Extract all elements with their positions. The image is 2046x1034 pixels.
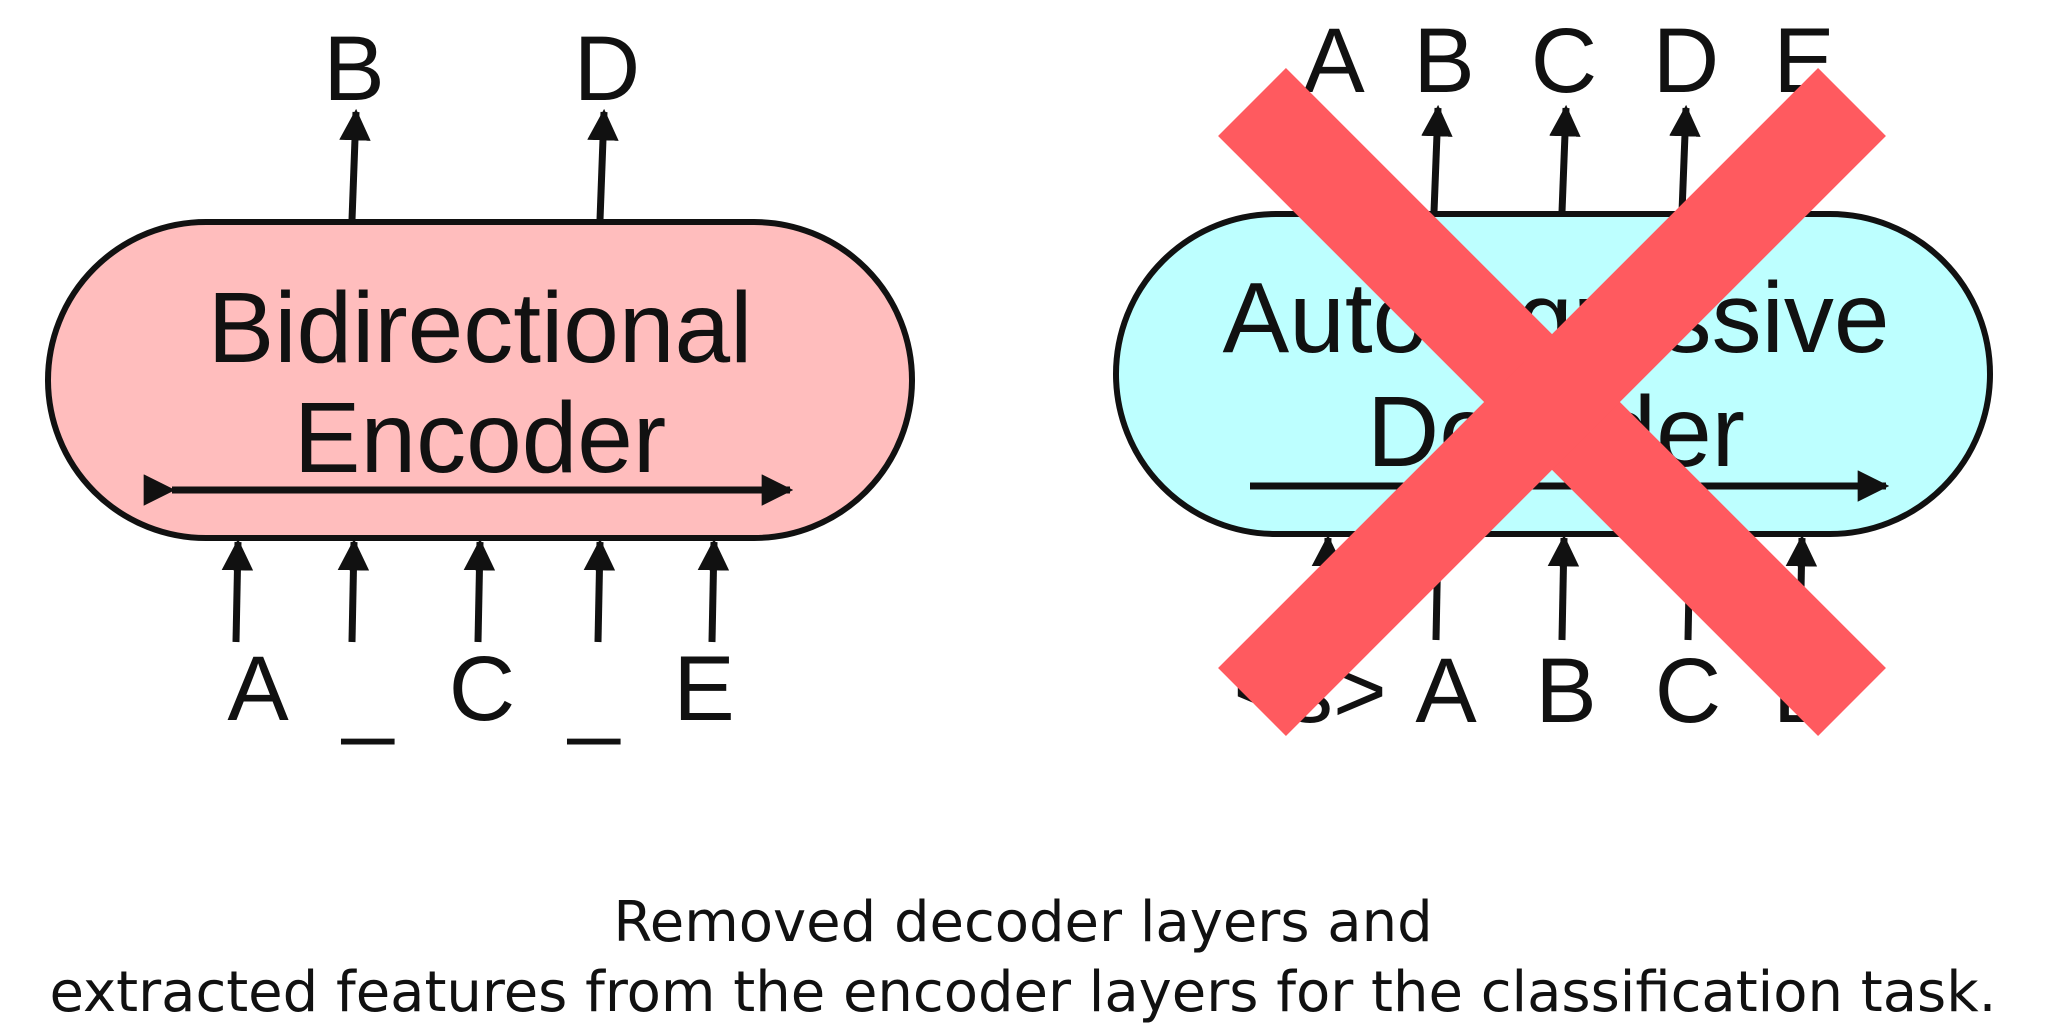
- decoder-input-token: B: [1535, 640, 1596, 742]
- encoder-output-arrow: [587, 108, 619, 221]
- decoder-output-token: D: [1653, 10, 1719, 112]
- encoder-output-token: D: [574, 18, 640, 120]
- encoder-input-arrow: [337, 538, 370, 643]
- encoder-input-token: _: [340, 644, 395, 746]
- encoder-input-token: A: [227, 638, 289, 740]
- encoder-input-token: E: [673, 638, 734, 740]
- encoder-input-token: _: [566, 644, 621, 746]
- caption-line-1: Removed decoder layers and: [613, 890, 1433, 955]
- encoder-input-arrow: [583, 538, 616, 643]
- encoder-output-token: B: [323, 18, 384, 120]
- decoder-input-arrow: [1547, 534, 1580, 641]
- decoder-input-token: C: [1655, 640, 1721, 742]
- decoder-output-arrow: [1669, 104, 1701, 213]
- decoder-output-token: A: [1303, 10, 1365, 112]
- encoder-block: B D Bidirectional Encoder A _ C _ E: [45, 18, 915, 746]
- encoder-input-arrow: [463, 538, 496, 643]
- encoder-input-token: C: [449, 638, 515, 740]
- encoder-label-line2: Encoder: [294, 382, 666, 494]
- encoder-output-arrow: [339, 108, 371, 221]
- encoder-input-arrow: [221, 538, 254, 643]
- decoder-output-arrow: [1421, 104, 1453, 213]
- decoder-output-token: B: [1413, 10, 1474, 112]
- decoder-output-token: C: [1531, 10, 1597, 112]
- decoder-input-token: A: [1415, 640, 1477, 742]
- caption-line-2: extracted features from the encoder laye…: [49, 960, 1997, 1025]
- encoder-label-line1: Bidirectional: [208, 272, 753, 384]
- decoder-output-arrow: [1549, 104, 1581, 213]
- cross-stroke: [1218, 68, 1886, 736]
- encoder-input-arrow: [697, 538, 730, 643]
- decoder-block: A B C D E Autoregressive Decoder <s> A B…: [1113, 10, 1993, 742]
- removed-cross-icon: [1218, 68, 1886, 736]
- encoder-box: [45, 219, 915, 541]
